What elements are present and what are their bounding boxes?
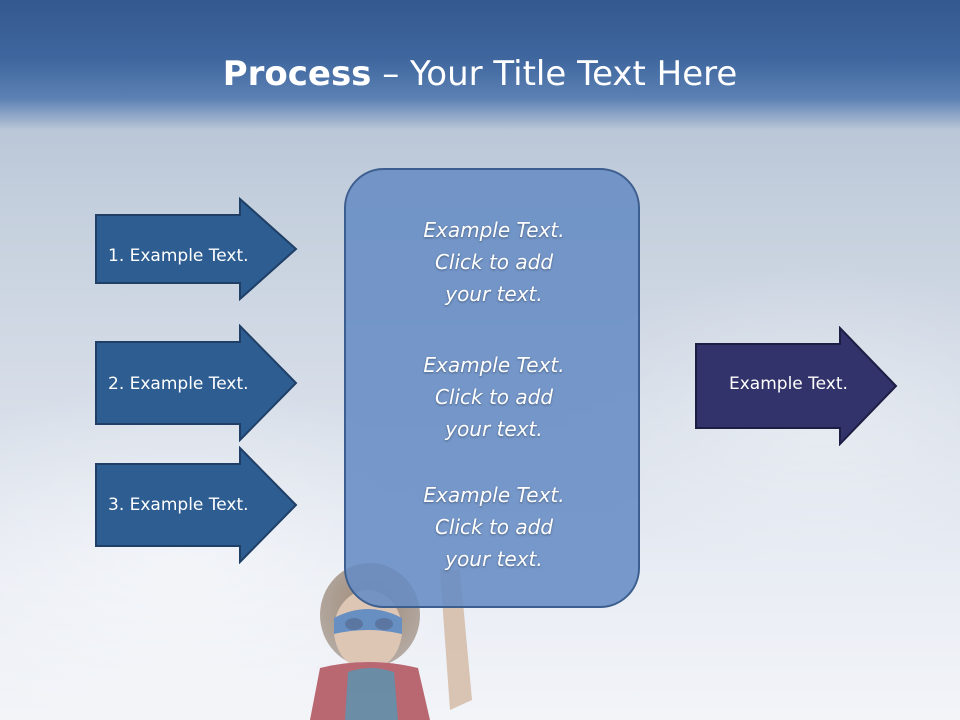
- center-block-3-line1: Example Text.: [423, 483, 565, 507]
- center-block-1-line2: Click to add: [434, 250, 554, 274]
- title-rest: – Your Title Text Here: [371, 54, 738, 94]
- title-band: [0, 0, 960, 130]
- right-arrow[interactable]: [694, 326, 900, 446]
- slide-title: Process – Your Title Text Here: [0, 52, 960, 96]
- center-block-2: Example Text. Click to add your text.: [346, 349, 642, 445]
- center-block-2-line2: Click to add: [434, 385, 554, 409]
- center-block-3-line3: your text.: [445, 547, 543, 571]
- center-text-box[interactable]: Example Text. Click to add your text. Ex…: [344, 168, 640, 608]
- center-block-3: Example Text. Click to add your text.: [346, 479, 642, 575]
- superhero-child-image: [310, 563, 472, 720]
- center-block-1-line3: your text.: [445, 282, 543, 306]
- left-arrow-1[interactable]: [94, 197, 300, 301]
- left-arrow-1-label: 1. Example Text.: [108, 246, 249, 266]
- center-block-2-line3: your text.: [445, 417, 543, 441]
- left-arrow-3-label: 3. Example Text.: [108, 495, 249, 515]
- left-arrow-2[interactable]: [94, 324, 300, 442]
- left-arrow-3[interactable]: [94, 446, 300, 564]
- left-arrow-2-label: 2. Example Text.: [108, 374, 249, 394]
- center-block-1: Example Text. Click to add your text.: [346, 214, 642, 310]
- center-block-3-line2: Click to add: [434, 515, 554, 539]
- center-block-1-line1: Example Text.: [423, 218, 565, 242]
- right-arrow-label: Example Text.: [729, 374, 848, 394]
- title-bold: Process: [222, 54, 372, 94]
- center-block-2-line1: Example Text.: [423, 353, 565, 377]
